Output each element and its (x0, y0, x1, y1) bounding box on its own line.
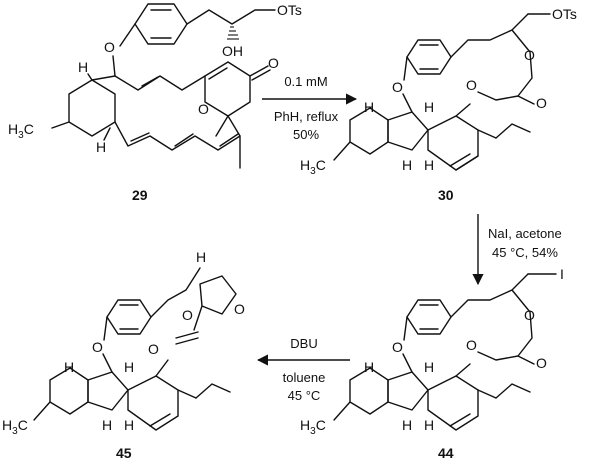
step3-reagent: DBU (290, 336, 317, 351)
step2-conditions: 45 °C, 54% (492, 245, 558, 260)
ether-oxygen: O (104, 39, 115, 55)
compound-29-structure: OH OTs O H O O H3C H (8, 2, 302, 169)
hydroxyl-label: OH (222, 43, 243, 59)
iodide-label: I (560, 266, 564, 282)
dioxolane-oxygen-2: O (234, 301, 245, 317)
tosylate-label: OTs (277, 2, 302, 18)
step3-temperature: 45 °C (288, 388, 321, 403)
h-label-30c: H (402, 157, 412, 173)
ring-fusion-h: H (78, 59, 88, 75)
ring-fusion-h-2: H (96, 139, 106, 155)
lactone-oxygen-30: O (524, 47, 535, 63)
lactone-carbonyl-o-44: O (536, 355, 547, 371)
h-label-45-top: H (196, 249, 206, 265)
methyl-label-44: H3C (300, 417, 326, 437)
compound-29-label: 29 (132, 187, 148, 203)
h-label-30a: H (364, 99, 374, 115)
ether-oxygen-44: O (392, 339, 403, 355)
methyl-label-45: H3C (2, 417, 28, 437)
compound-44-structure: I O O O O H H H H H3C (300, 266, 564, 437)
h-label-44d: H (424, 417, 434, 433)
compound-45-label: 45 (116, 445, 132, 461)
methyl-label-29: H3C (8, 121, 34, 141)
ether-oxygen-45: O (92, 339, 103, 355)
h-label-30d: H (424, 157, 434, 173)
step2-reagent: NaI, acetone (488, 226, 562, 241)
dioxolane-oxygen-1: O (182, 307, 193, 323)
methyl-label-30: H3C (300, 157, 326, 177)
oh-hash-bond (227, 26, 239, 40)
h-label-44a: H (364, 359, 374, 375)
h-label-45b: H (124, 359, 134, 375)
compound-30-label: 30 (438, 187, 454, 203)
step1-yield: 50% (293, 127, 319, 142)
h-label-45c: H (102, 417, 112, 433)
lactone-carbonyl-o-30: O (536, 95, 547, 111)
ketone-oxygen-44: O (466, 337, 477, 353)
tosylate-label-30: OTs (552, 6, 577, 22)
step3-solvent: toluene (283, 370, 326, 385)
lactone-oxygen-44: O (524, 307, 535, 323)
carbonyl-oxygen: O (268, 55, 279, 71)
compound-44-label: 44 (438, 445, 454, 461)
step1-reagent: 0.1 mM (284, 74, 327, 89)
h-label-30b: H (424, 99, 434, 115)
ether-oxygen-30: O (392, 79, 403, 95)
compound-45-structure: H O O O O H H H H H3C (2, 249, 245, 437)
enone-oxygen-45: O (148, 341, 159, 357)
ketone-oxygen-30: O (466, 77, 477, 93)
step1-solvent: PhH, reflux (274, 109, 339, 124)
h-label-44b: H (424, 359, 434, 375)
h-label-45a: H (64, 359, 74, 375)
h-label-44c: H (402, 417, 412, 433)
ring-oxygen-1: O (198, 101, 209, 117)
compound-30-structure: OTs O O O O H H H H H3C (300, 6, 577, 177)
h-label-45d: H (124, 417, 134, 433)
